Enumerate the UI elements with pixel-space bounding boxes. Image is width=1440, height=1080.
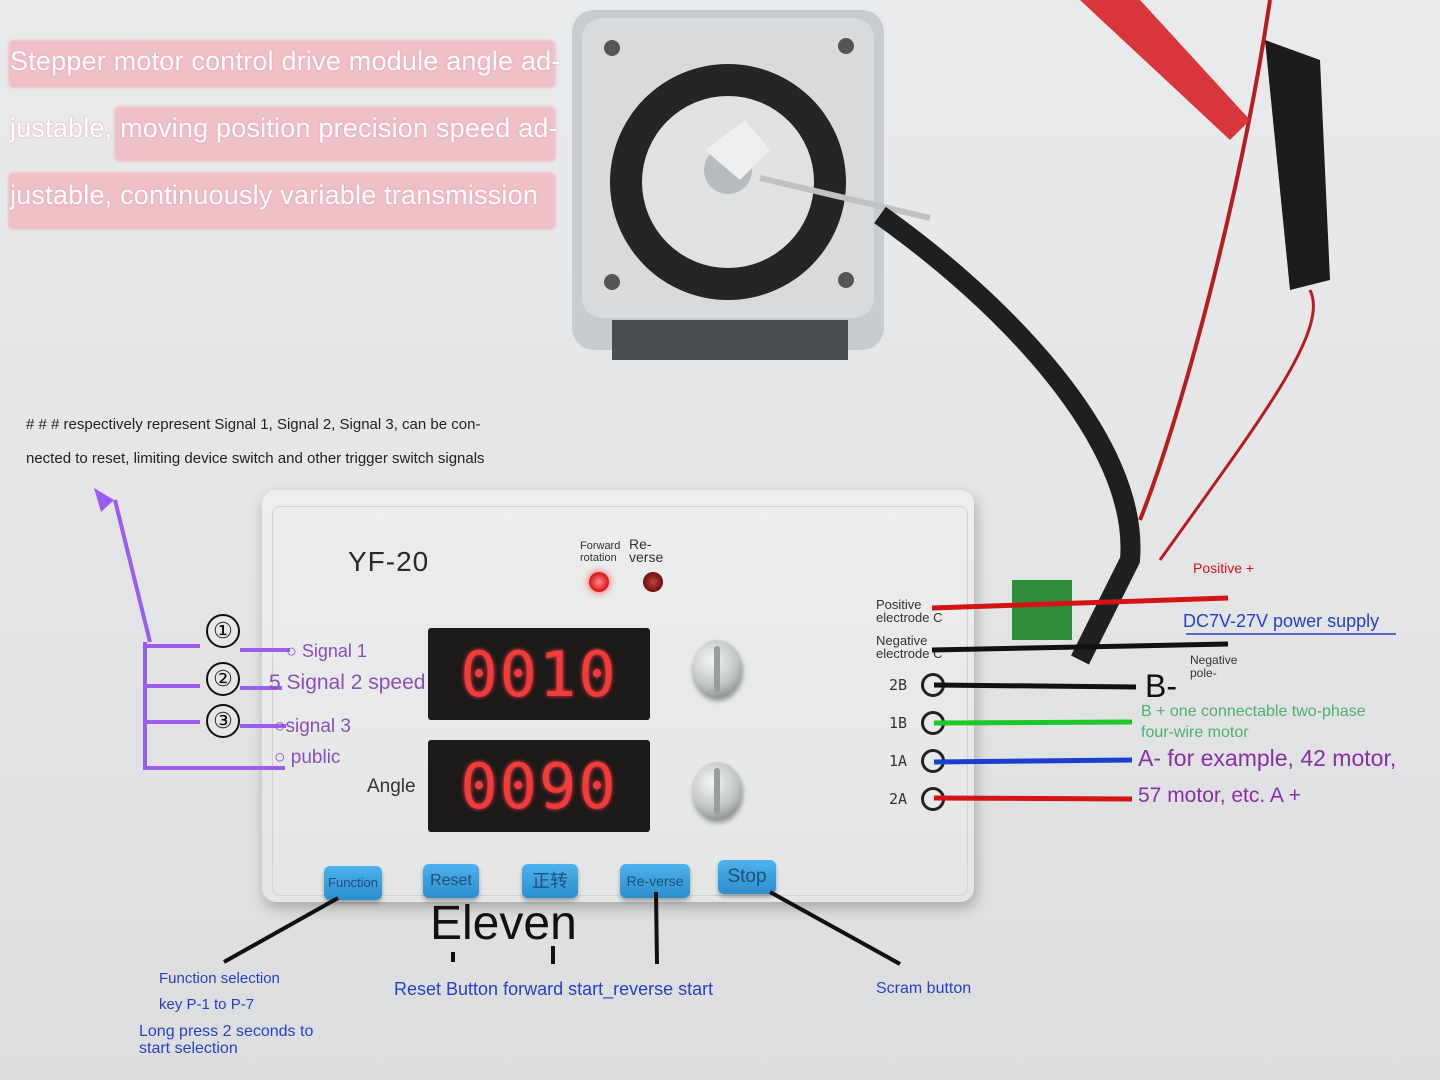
stop-button[interactable]: Stop [718,860,776,894]
angle-knob[interactable] [692,762,742,820]
screw-icon [838,38,854,54]
scram-caption: Scram button [876,980,972,997]
title-line-2: justable, moving position precision spee… [10,113,558,143]
red-power-wire [1138,0,1272,521]
long-press-caption-2: start selection [139,1040,238,1057]
b-minus-label: B- [1145,668,1177,704]
terminal-block [1012,580,1072,640]
wire-2a [933,795,1133,802]
public-label: ○ public [274,747,341,768]
bottom-display-value: 0090 [460,749,618,823]
black-clip [1265,40,1330,290]
title-highlight [8,172,556,230]
terminal-label-2a: 2A [889,790,908,808]
purple-arrow-head-icon [94,488,114,512]
wire-2b [933,682,1137,690]
title-line-3: justable, continuously variable transmis… [10,180,539,210]
a-plus-label: 57 motor, etc. A + [1138,784,1301,807]
signal2-label: 5 Signal 2 speed [269,671,425,695]
wire-1a [933,757,1133,765]
signal2-text: Signal 2 speed [286,671,426,694]
negative-wire [931,641,1229,653]
led-forward-label: Forward rotation [580,540,621,564]
public-text: public [290,747,341,768]
reset-button[interactable]: Reset [423,864,479,898]
title-highlight [114,106,556,162]
note-line-2: nected to reset, limiting device switch … [26,450,485,467]
terminal-label-2b: 2B [889,676,908,694]
reset-forward-reverse-caption: Reset Button forward start_reverse start [394,979,714,999]
stop-pointer [769,890,901,966]
b-plus-label: B + one connectable two-phase [1141,703,1366,720]
reverse-pointer [654,891,659,965]
red-lead-wire [1158,289,1315,561]
shaft-tape [705,120,770,180]
controller-faceplate [272,506,968,896]
long-press-caption-1: Long press 2 seconds to [139,1023,314,1040]
shaft-pointer [759,175,931,221]
red-clip [1080,0,1250,140]
wire-1b [933,719,1133,726]
function-button[interactable]: Function [324,866,382,900]
speed-knob[interactable] [692,640,742,698]
terminal-label-1a: 1A [889,752,908,770]
angle-label: Angle [367,776,416,797]
terminal-label-1b: 1B [889,714,908,732]
signal-marker-3: ③ [206,704,240,738]
signal3-label: ○signal 3 [274,716,351,737]
function-pointer [223,896,339,964]
note-line-1: # # # respectively represent Signal 1, S… [26,416,481,433]
eleven-caption: Eleven [430,897,577,950]
model-label: YF-20 [348,546,430,577]
signal3-text: signal 3 [285,716,351,737]
title-highlight [8,40,556,88]
signal1-text: Signal 1 [301,641,367,661]
stepper-motor-back [612,320,848,360]
positive-electrode-label: Positive electrode C [876,597,943,625]
title-line-1: Stepper motor control drive module angle… [10,46,561,76]
screw-icon [604,274,620,290]
top-display: 0010 [428,628,650,720]
function-selection-caption: Function selection [159,970,280,987]
motor-cable [874,206,1141,665]
negative-electrode-label: Negative electrode C [876,633,943,661]
top-display-value: 0010 [460,637,618,711]
positive-wire [931,595,1229,611]
positive-label: Positive + [1193,560,1255,576]
negative-pole-label: Negative pole- [1190,653,1238,680]
screw-icon [838,272,854,288]
purple-arrow-line [113,499,152,643]
a-minus-label: A- for example, 42 motor, [1138,745,1397,771]
signal-marker-1: ① [206,614,240,648]
function-keys-caption: key P-1 to P-7 [159,996,255,1013]
power-supply-label: DC7V-27V power supply [1183,611,1380,631]
bottom-display: 0090 [428,740,650,832]
signal1-label: ○ Signal 1 [286,641,367,661]
forward-button[interactable]: 正转 [522,864,578,898]
knob-top-number: 5 [269,671,281,694]
four-wire-label: four-wire motor [1141,724,1249,741]
signal-marker-2: ② [206,662,240,696]
led-reverse-label: Re-verse [629,536,664,565]
reverse-led-icon [643,572,663,592]
screw-icon [604,40,620,56]
forward-led-icon [589,572,609,592]
